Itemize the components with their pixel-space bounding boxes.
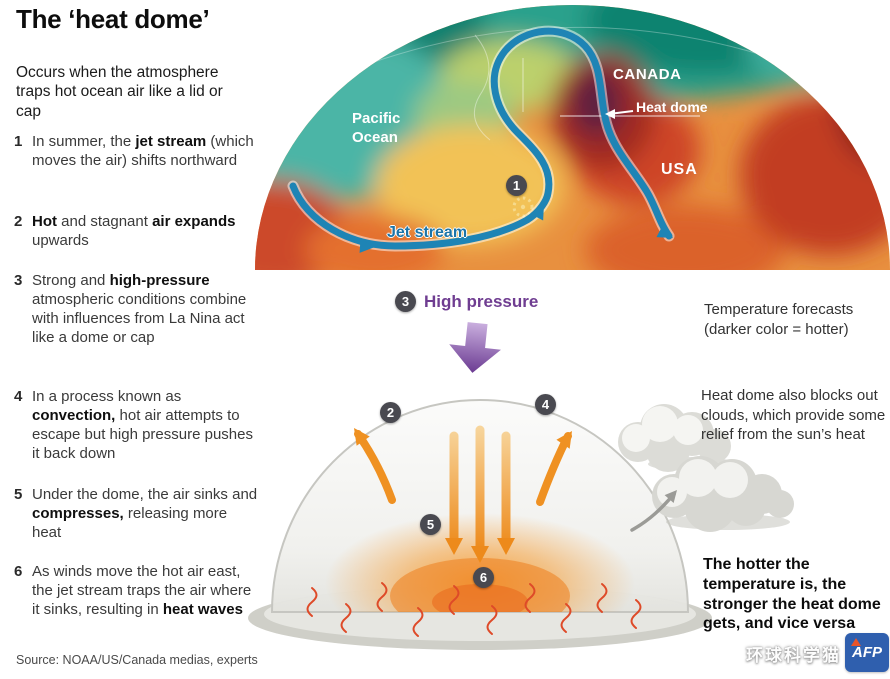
map-label-jet-stream: Jet stream bbox=[387, 224, 468, 241]
high-pressure-label: High pressure bbox=[424, 292, 539, 311]
watermark-text: 环球科学猫 bbox=[746, 646, 841, 665]
dome-badge-5: 5 bbox=[420, 514, 441, 535]
escape-arrow-left bbox=[354, 428, 396, 504]
map-label-usa: USA bbox=[661, 161, 698, 178]
step-item-1: 1 In summer, the jet stream (which moves… bbox=[14, 132, 258, 170]
jet-stream-line bbox=[287, 25, 675, 253]
heat-dome-pointer bbox=[605, 109, 634, 119]
map-label-canada: CANADA bbox=[613, 66, 682, 83]
heat-squiggles bbox=[306, 582, 642, 637]
dome-badge-6: 6 bbox=[473, 567, 494, 588]
step-item-2: 2 Hot and stagnant air expands upwards bbox=[14, 212, 258, 250]
step-text: As winds move the hot air east, the jet … bbox=[32, 563, 252, 619]
step-item-5: 5 Under the dome, the air sinks and comp… bbox=[14, 485, 258, 542]
jet-stream-arrowhead bbox=[530, 204, 544, 221]
map-label-heat-dome: Heat dome bbox=[636, 99, 708, 115]
escape-arrow-right bbox=[536, 431, 572, 506]
step-text: In summer, the jet stream (which moves t… bbox=[32, 133, 254, 170]
source-note: Source: NOAA/US/Canada medias, experts bbox=[16, 653, 258, 667]
afp-logo: AFP bbox=[845, 633, 889, 672]
step-item-4: 4 In a process known as convection, hot … bbox=[14, 387, 258, 463]
note-hotter-stronger: The hotter the temperature is, the stron… bbox=[703, 556, 881, 633]
step-item-3: 3 Strong and high-pressure atmospheric c… bbox=[14, 271, 258, 347]
map-label-pacific-ocean: Pacific Ocean bbox=[352, 110, 401, 146]
dome-badge-2: 2 bbox=[380, 402, 401, 423]
step-text: Strong and high-pressure atmospheric con… bbox=[32, 272, 247, 347]
temperature-map bbox=[255, 5, 890, 270]
cloud-arrow bbox=[630, 490, 677, 532]
note-clouds-blocked: Heat dome also blocks out clouds, which … bbox=[701, 387, 886, 443]
pressure-down-arrows bbox=[445, 425, 515, 563]
step-text: In a process known as convection, hot ai… bbox=[32, 388, 253, 463]
map-badge-1: 1 bbox=[506, 175, 527, 196]
pressure-badge-3: 3 bbox=[395, 291, 416, 312]
step-number: 6 bbox=[14, 563, 23, 580]
step-text: Hot and stagnant air expands upwards bbox=[32, 213, 236, 250]
step-number: 3 bbox=[14, 272, 23, 289]
high-pressure-arrow bbox=[449, 322, 501, 373]
step-number: 5 bbox=[14, 486, 23, 503]
step-number: 4 bbox=[14, 388, 23, 405]
step-number: 2 bbox=[14, 213, 23, 230]
jet-stream-arrowhead bbox=[656, 224, 673, 238]
jet-stream-arrowhead bbox=[359, 238, 375, 253]
page-title: The ‘heat dome’ bbox=[16, 4, 210, 34]
dome-badge-4: 4 bbox=[535, 394, 556, 415]
clouds bbox=[618, 404, 794, 532]
step-item-6: 6 As winds move the hot air east, the je… bbox=[14, 562, 258, 619]
subtitle: Occurs when the atmosphere traps hot oce… bbox=[16, 63, 223, 121]
note-temperature-forecasts: Temperature forecasts (darker color = ho… bbox=[704, 301, 854, 338]
step-text: Under the dome, the air sinks and compre… bbox=[32, 486, 258, 542]
step-number: 1 bbox=[14, 133, 23, 150]
